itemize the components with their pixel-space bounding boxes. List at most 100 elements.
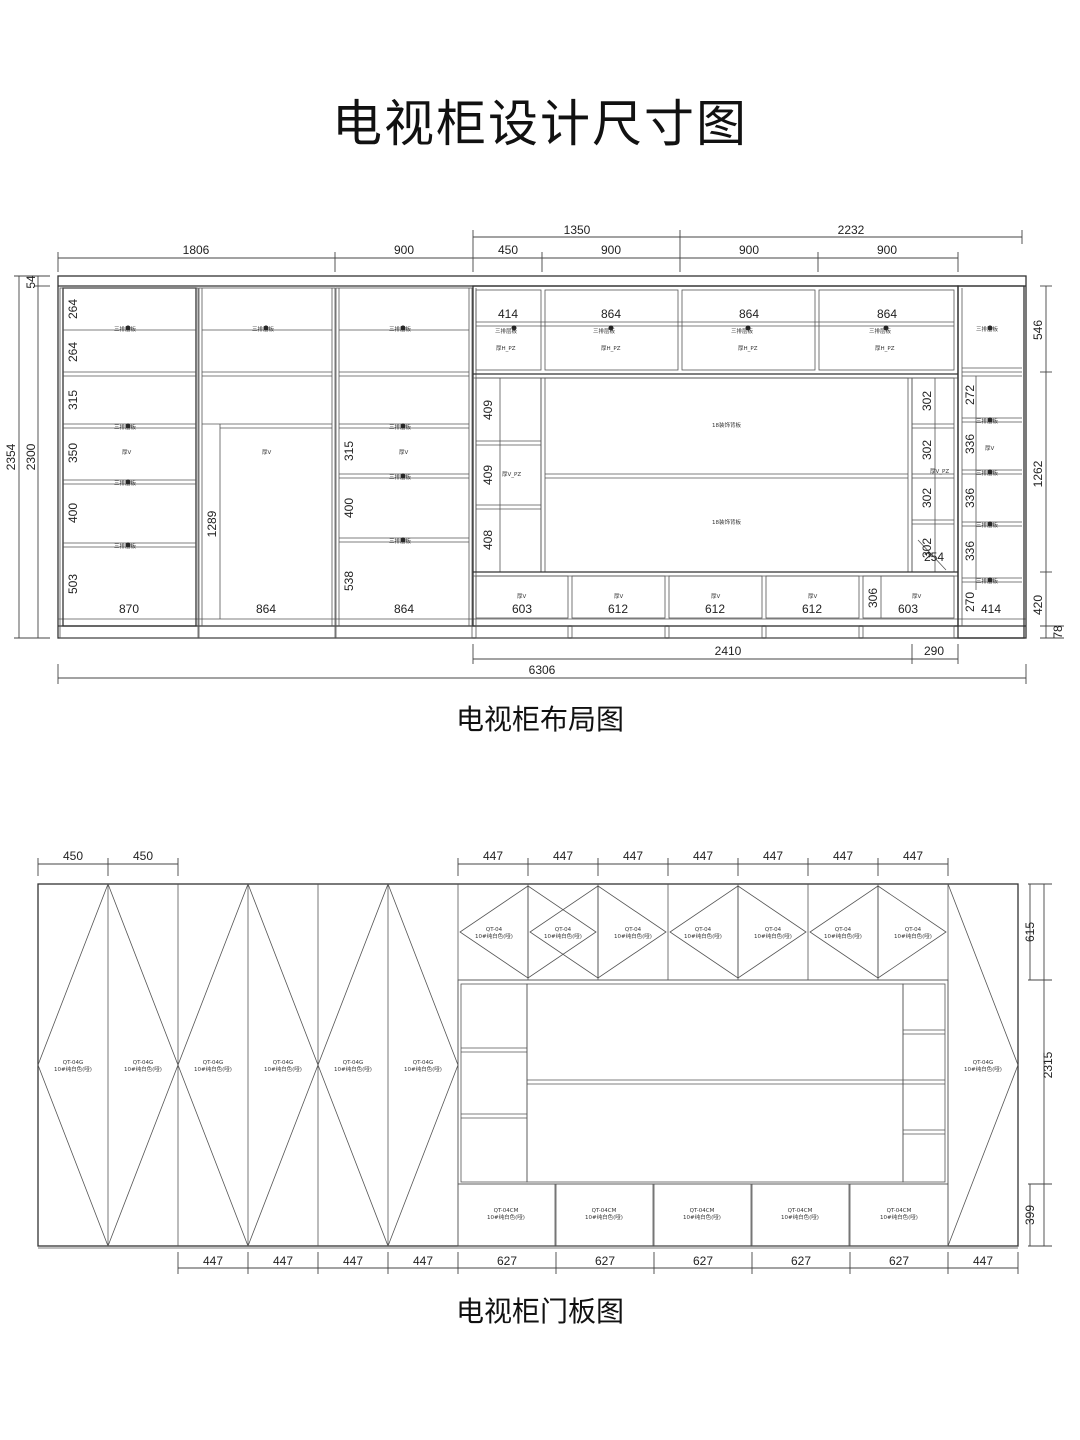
backboard-inner — [544, 377, 909, 573]
dim-text: 447 — [763, 849, 783, 863]
shelf-pin-icon — [125, 325, 131, 331]
door-color: 10#纯白色(哑) — [824, 932, 862, 940]
dim-text: 870 — [119, 602, 139, 616]
door-color: 10#纯白色(哑) — [334, 1065, 372, 1073]
shelf-label: 三排层板 — [869, 327, 892, 335]
tv-section — [472, 285, 959, 627]
panel-label: 厚V — [122, 449, 132, 456]
door-color: 10#纯白色(哑) — [880, 1213, 918, 1221]
left-niche — [460, 983, 528, 1183]
shelf-pin-icon — [883, 325, 889, 331]
dim-text: 302 — [920, 538, 934, 558]
dim-text: 900 — [601, 243, 621, 257]
dim-text: 400 — [342, 498, 356, 518]
door-color: 10#纯白色(哑) — [585, 1213, 623, 1221]
dim-text: 864 — [601, 307, 621, 321]
column-1-outer — [59, 287, 199, 639]
door-diamond — [37, 883, 109, 1247]
door-code: QT-04G — [63, 1060, 83, 1066]
dim-text: 409 — [481, 400, 495, 420]
dim-text: 450 — [133, 849, 153, 863]
door-code: QT-04G — [413, 1060, 433, 1066]
far-right-column — [957, 285, 1025, 639]
dim-text: 272 — [963, 385, 977, 405]
dim-text: 2354 — [4, 443, 18, 470]
drawer-front-2 — [555, 1183, 654, 1247]
panel-label: 厚H_PZ — [601, 345, 621, 352]
flap-diamond — [527, 885, 597, 979]
dim-text: 447 — [623, 849, 643, 863]
panel-label: 厚V — [399, 449, 409, 456]
door-code: QT-04 — [555, 927, 572, 933]
door-color: 10#纯白色(哑) — [475, 932, 513, 940]
dim-text: 302 — [920, 488, 934, 508]
dim-text: 612 — [705, 602, 725, 616]
shelf-label: 三排层板 — [252, 325, 275, 333]
dim-text: 2232 — [838, 223, 865, 237]
tv-backboard — [540, 377, 913, 573]
door-color: 10#纯白色(哑) — [614, 932, 652, 940]
dim-text: 270 — [963, 592, 977, 612]
flap-diamond — [597, 885, 667, 979]
column-2 — [198, 287, 336, 639]
top-cabinet-3 — [681, 289, 816, 371]
door-color: 10#纯白色(哑) — [683, 1213, 721, 1221]
shelf-pin-icon — [400, 473, 406, 479]
dim-text: 503 — [66, 574, 80, 594]
dim-text: 447 — [833, 849, 853, 863]
dim-text: 336 — [963, 434, 977, 454]
door-code: QT-04 — [765, 927, 782, 933]
dim-text: 603 — [898, 602, 918, 616]
dim-text: 612 — [608, 602, 628, 616]
dim-text: 1262 — [1031, 460, 1045, 487]
dim-text: 627 — [693, 1254, 713, 1268]
shelf-pin-icon — [987, 577, 993, 583]
dim-text: 864 — [739, 307, 759, 321]
top-cabinet-2 — [544, 289, 679, 371]
drawer-front-1 — [457, 1183, 556, 1247]
dim-text: 864 — [877, 307, 897, 321]
panel-label: 厚V — [985, 445, 995, 452]
dim-text: 615 — [1023, 922, 1037, 942]
shelf-label: 三排层板 — [976, 417, 999, 425]
panel-label: 厚H_PZ — [738, 345, 758, 352]
door-code: QT-04 — [486, 927, 503, 933]
drawer-front-3 — [653, 1183, 752, 1247]
panel-label: 厚V — [517, 593, 527, 600]
tv-backboard — [526, 983, 904, 1183]
dim-text: 627 — [889, 1254, 909, 1268]
dim-text: 1350 — [564, 223, 591, 237]
door-code: QT-04 — [835, 927, 852, 933]
dim-text: 409 — [481, 465, 495, 485]
door-color: 10#纯白色(哑) — [124, 1065, 162, 1073]
shelf-label: 三排层板 — [114, 325, 137, 333]
door-color: 10#纯白色(哑) — [754, 932, 792, 940]
door-diamond — [317, 883, 389, 1247]
dim-text: 447 — [203, 1254, 223, 1268]
panel-label: 厚H_PZ — [496, 345, 516, 352]
shelf-label: 三排层板 — [976, 325, 999, 333]
flap-diamond — [877, 885, 947, 979]
dim-text: 315 — [342, 441, 356, 461]
dim-text: 627 — [791, 1254, 811, 1268]
plinth-seg — [571, 625, 666, 639]
door-code: QT-04G — [203, 1060, 223, 1066]
shelf-label: 三排层板 — [976, 469, 999, 477]
shelf-pin-icon — [400, 537, 406, 543]
dim-text: 400 — [66, 503, 80, 523]
door-color: 10#纯白色(哑) — [781, 1213, 819, 1221]
column-3 — [335, 287, 473, 639]
top-cabinet-4 — [818, 289, 955, 371]
dim-text: 6306 — [529, 663, 556, 677]
door-code: QT-04G — [973, 1060, 993, 1066]
door-code: QT-04 — [695, 927, 712, 933]
shelf-label: 三排层板 — [976, 577, 999, 585]
dim-text: 315 — [66, 390, 80, 410]
door-color: 10#纯白色(哑) — [894, 932, 932, 940]
dim-text: 450 — [63, 849, 83, 863]
layout-drawing: 三排层板 三排层板 三排层板 三排层板 三排层板 三排层板 三排层板 三排层板 … — [4, 223, 1065, 684]
base-drawer-1 — [475, 575, 569, 619]
dim-text: 627 — [595, 1254, 615, 1268]
door-color: 10#纯白色(哑) — [404, 1065, 442, 1073]
dim-text: 302 — [920, 440, 934, 460]
